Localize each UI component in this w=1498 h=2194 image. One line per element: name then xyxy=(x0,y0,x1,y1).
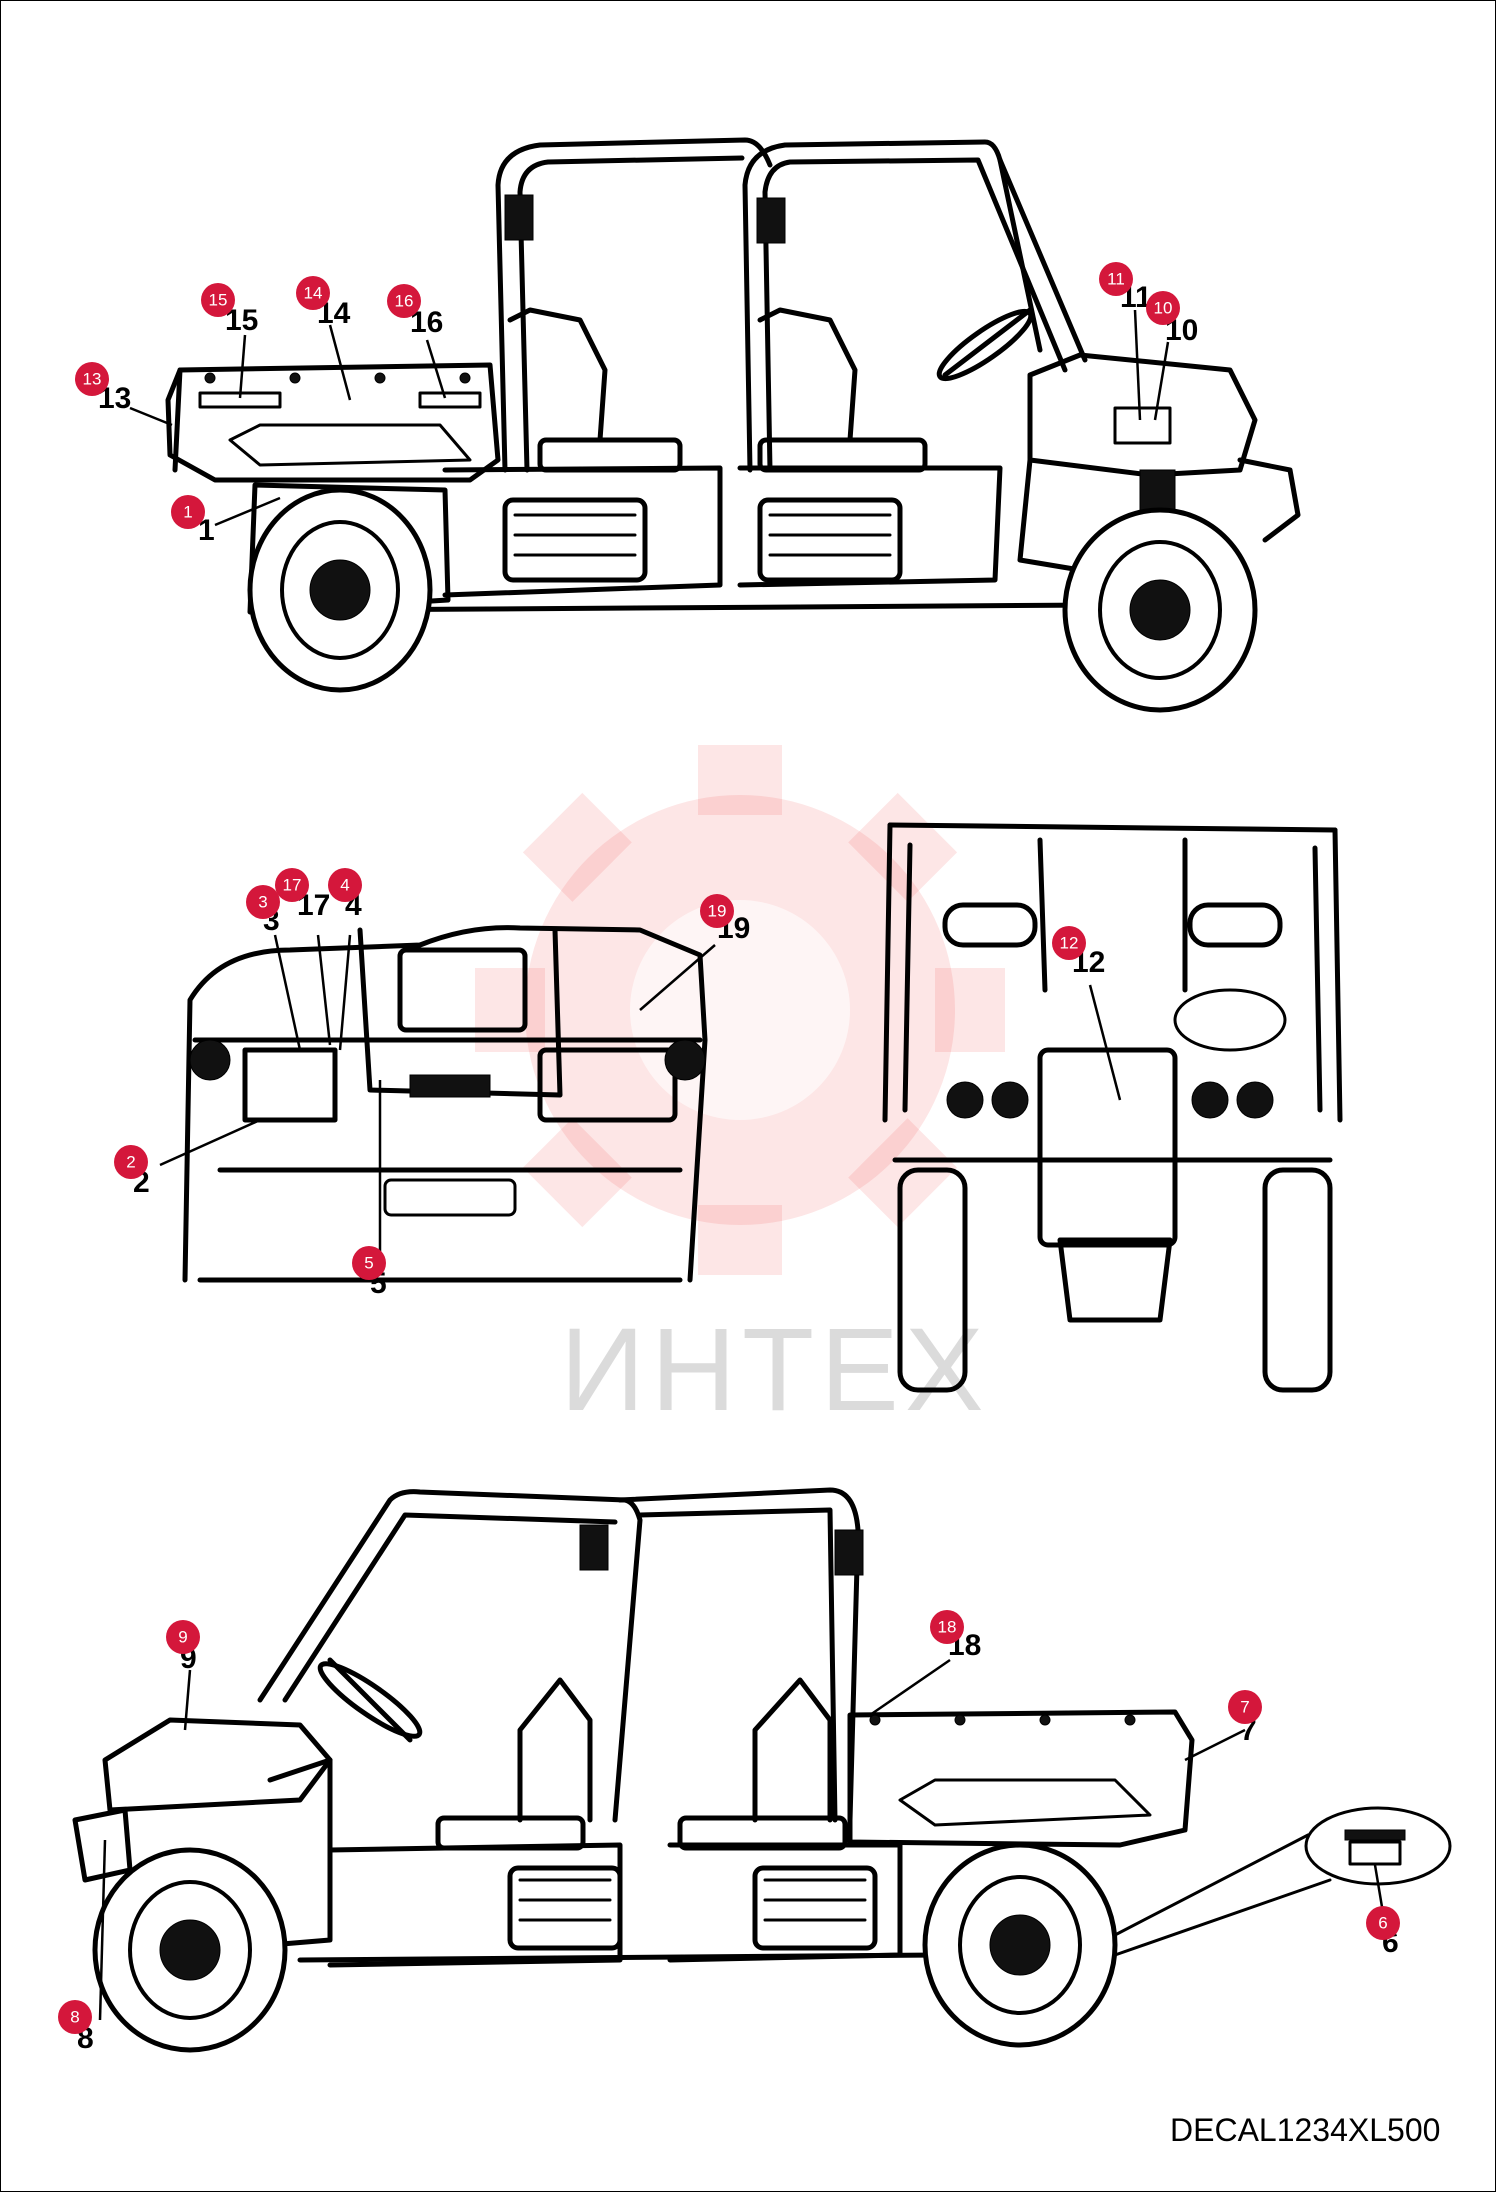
svg-text:15: 15 xyxy=(209,291,228,310)
svg-text:13: 13 xyxy=(83,370,102,389)
callout-number-1: 1 xyxy=(198,514,215,547)
svg-text:12: 12 xyxy=(1060,934,1079,953)
svg-text:2: 2 xyxy=(126,1153,135,1172)
svg-text:16: 16 xyxy=(395,292,414,311)
drawing-code: DECAL1234XL500 xyxy=(1170,2112,1440,2148)
callout-leaders xyxy=(98,309,1387,2021)
front-wheel-right xyxy=(92,1847,288,2053)
red-markers: 1 2 3 4 5 6 7 8 9 10 11 12 13 14 15 16 1… xyxy=(58,262,1400,2034)
marker-5: 5 xyxy=(352,1246,386,1280)
marker-18: 18 xyxy=(930,1610,964,1644)
marker-13: 13 xyxy=(75,362,109,396)
rear-wheel-left xyxy=(247,487,433,693)
svg-text:7: 7 xyxy=(1240,1698,1249,1717)
svg-text:14: 14 xyxy=(304,284,323,303)
marker-6: 6 xyxy=(1366,1906,1400,1940)
svg-text:5: 5 xyxy=(364,1254,373,1273)
svg-text:1: 1 xyxy=(183,503,192,522)
marker-15: 15 xyxy=(201,283,235,317)
svg-text:6: 6 xyxy=(1378,1914,1387,1933)
marker-10: 10 xyxy=(1146,291,1180,325)
marker-8: 8 xyxy=(58,2000,92,2034)
marker-1: 1 xyxy=(171,495,205,529)
marker-17: 17 xyxy=(275,868,309,902)
svg-text:17: 17 xyxy=(283,876,302,895)
svg-text:19: 19 xyxy=(708,902,727,921)
marker-7: 7 xyxy=(1228,1690,1262,1724)
front-view xyxy=(882,822,1343,1393)
marker-4: 4 xyxy=(328,868,362,902)
watermark-text: ИНТЕХ xyxy=(560,1304,990,1436)
svg-text:10: 10 xyxy=(1154,299,1173,318)
marker-14: 14 xyxy=(296,276,330,310)
marker-12: 12 xyxy=(1052,926,1086,960)
marker-2: 2 xyxy=(114,1145,148,1179)
svg-text:3: 3 xyxy=(258,893,267,912)
right-side-view xyxy=(72,1487,1452,2053)
front-wheel-left xyxy=(1062,507,1258,713)
svg-text:8: 8 xyxy=(70,2008,79,2027)
svg-text:11: 11 xyxy=(1107,270,1125,289)
detail-inset xyxy=(1113,1806,1452,1957)
marker-19: 19 xyxy=(700,894,734,928)
marker-3: 3 xyxy=(246,885,280,919)
rear-wheel-right xyxy=(922,1842,1118,2048)
marker-9: 9 xyxy=(166,1620,200,1654)
left-side-view xyxy=(165,137,1301,713)
watermark: ИНТЕХ xyxy=(475,745,1005,1436)
marker-11: 11 xyxy=(1099,262,1133,296)
dashboard-view xyxy=(182,925,708,1283)
marker-16: 16 xyxy=(387,284,421,318)
svg-text:4: 4 xyxy=(340,876,349,895)
svg-text:9: 9 xyxy=(178,1628,187,1647)
svg-text:18: 18 xyxy=(938,1618,957,1637)
